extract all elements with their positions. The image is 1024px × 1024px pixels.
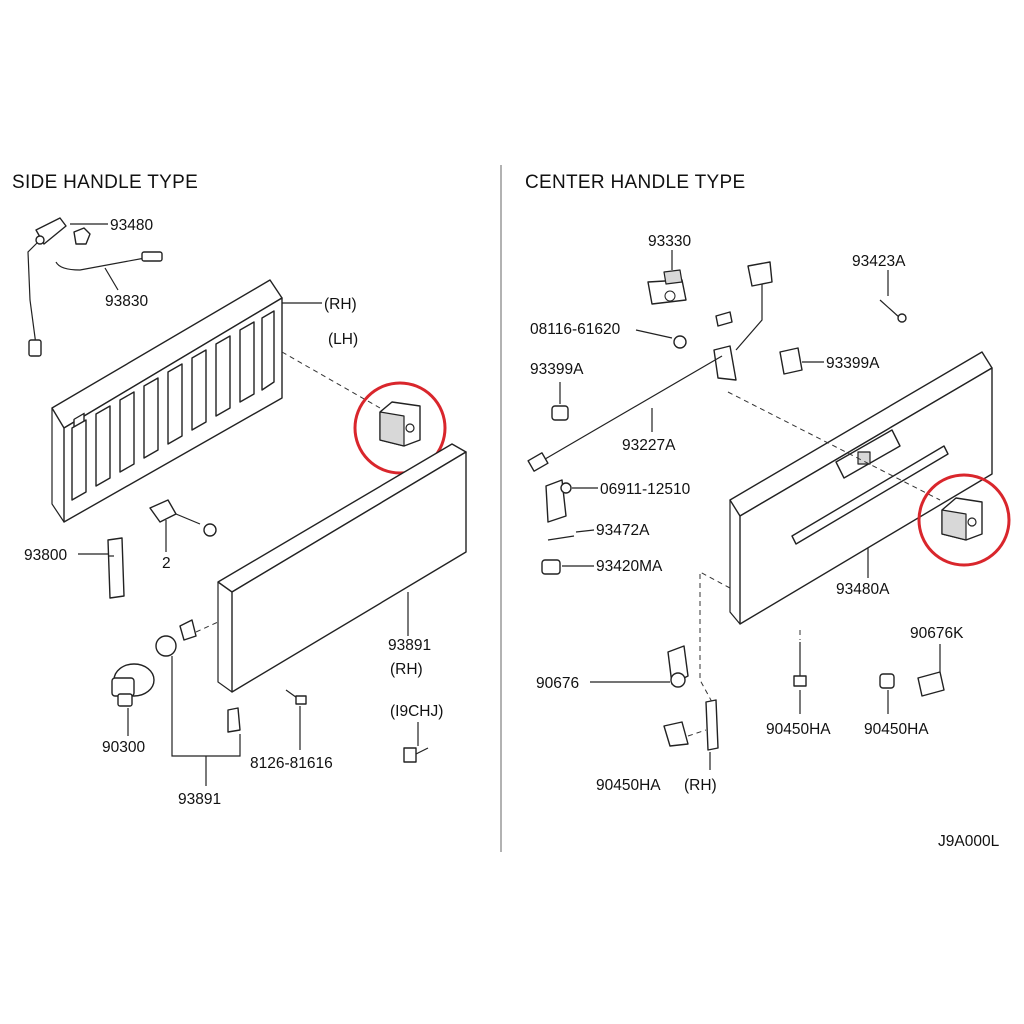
- label-93480: 93480: [110, 217, 153, 234]
- hinge-parts-93891: [155, 619, 241, 733]
- bolt-93423a: [879, 299, 907, 323]
- leader-93891b: [171, 656, 241, 786]
- label-93420ma: 93420MA: [596, 558, 663, 575]
- label-2: 2: [162, 555, 171, 572]
- leader-93472a: [575, 529, 595, 533]
- left-section-title: SIDE HANDLE TYPE: [12, 172, 198, 193]
- label-93800: 93800: [24, 547, 67, 564]
- label-8126: 8126-81616: [250, 755, 333, 772]
- dashed-guide-left: [281, 351, 381, 409]
- label-93830: 93830: [105, 293, 148, 310]
- highlighted-cap-left: [353, 381, 447, 475]
- hook-93800: [107, 537, 125, 599]
- label-90676k: 90676K: [910, 625, 964, 642]
- label-90450ha-c: 90450HA: [596, 777, 661, 794]
- bracket-06911: [545, 479, 572, 523]
- label-93330: 93330: [648, 233, 691, 250]
- pin-93472a: [547, 535, 575, 541]
- label-rh3: (RH): [684, 777, 717, 794]
- label-lh: (LH): [328, 331, 358, 348]
- hinge-bracket: [149, 499, 217, 537]
- label-90676: 90676: [536, 675, 579, 692]
- nut-93420ma: [541, 559, 561, 575]
- highlight-circle-right: [917, 473, 1011, 567]
- label-93891a: 93891: [388, 637, 431, 654]
- label-93399a-left: 93399A: [530, 361, 584, 378]
- tailgate-slats: [71, 310, 275, 501]
- highlight-circle-left: [353, 381, 447, 475]
- cable-93480: [27, 217, 91, 357]
- label-93423a: 93423A: [852, 253, 906, 270]
- bolt-i9chj: [403, 747, 429, 763]
- label-90300: 90300: [102, 739, 145, 756]
- label-93399a-right: 93399A: [826, 355, 880, 372]
- grommet-93399a-left: [551, 405, 569, 421]
- label-08116: 08116-61620: [530, 321, 621, 338]
- bumper-90300: [111, 663, 155, 707]
- latch-93330: [647, 269, 687, 305]
- bracket-90676k: [917, 671, 945, 697]
- dashed-guide-right: [727, 391, 941, 501]
- right-section-title: CENTER HANDLE TYPE: [525, 172, 745, 193]
- clip-93399a-right: [779, 347, 803, 375]
- label-rh2: (RH): [390, 661, 423, 678]
- dashed-guide-lower: [699, 571, 731, 703]
- label-06911: 06911-12510: [600, 481, 691, 498]
- label-rh: (RH): [324, 296, 357, 313]
- hinge-90676: [667, 645, 689, 688]
- label-93227a: 93227A: [622, 437, 676, 454]
- tailgate-center-handle-93480a: [729, 351, 993, 625]
- highlighted-cap-right: [917, 473, 1011, 567]
- tailgate-panel-93891: [217, 443, 467, 693]
- label-93480a: 93480A: [836, 581, 890, 598]
- label-90450ha-a: 90450HA: [766, 721, 831, 738]
- bolt-90450ha-right: [879, 673, 895, 689]
- leader-93830: [104, 267, 119, 291]
- leader-08116: [635, 329, 673, 339]
- rod-93227a: [527, 355, 723, 472]
- handle-assembly: [713, 261, 773, 381]
- bolt-90450ha-center: [793, 630, 807, 687]
- washer-08116: [673, 335, 687, 349]
- label-93472a: 93472A: [596, 522, 650, 539]
- label-93891b: 93891: [178, 791, 221, 808]
- diagram-code: J9A000L: [938, 833, 1000, 850]
- label-90450ha-b: 90450HA: [864, 721, 929, 738]
- label-i9chj: (I9CHJ): [390, 703, 443, 720]
- cable-93830: [55, 251, 163, 271]
- hinge-90450ha-lower: [663, 699, 719, 751]
- bolt-8126-81616: [285, 689, 307, 705]
